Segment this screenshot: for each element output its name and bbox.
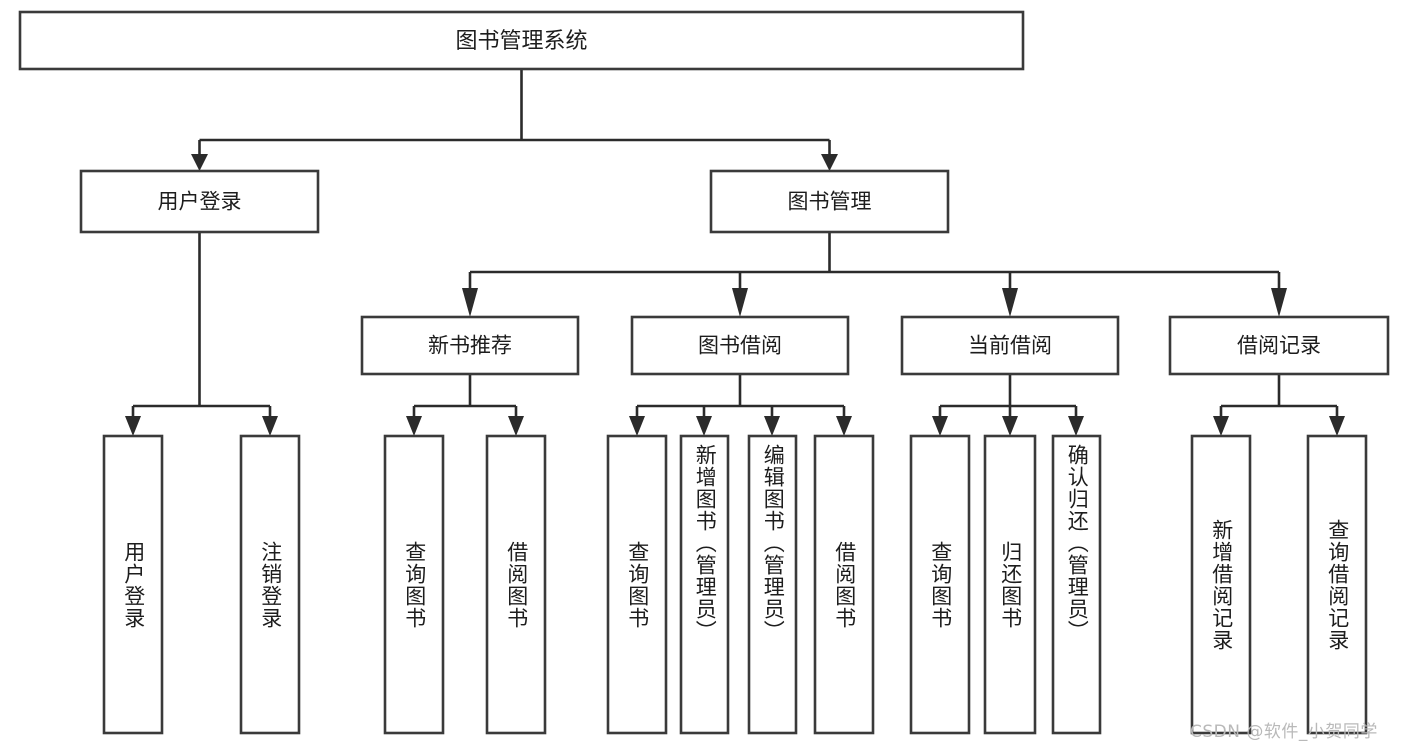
arrow-head-user-login xyxy=(191,154,208,171)
node-book-borrow-box[interactable] xyxy=(630,315,850,376)
node-borrow-record[interactable]: 借阅记录 xyxy=(1168,315,1390,376)
arrow-head-book-manage xyxy=(821,154,838,171)
leaf-borrow-book-2-box[interactable] xyxy=(813,434,875,735)
leaf-query-book-3-box[interactable] xyxy=(909,434,971,735)
node-new-book-recommend-label: 新书推荐 xyxy=(428,334,512,358)
arrow-head-leaf-confirm-return xyxy=(1068,416,1084,436)
leaf-confirm-return-box[interactable] xyxy=(1051,434,1102,735)
arrow-head-leaf-edit-book xyxy=(764,416,780,436)
node-root-label: 图书管理系统 xyxy=(455,29,587,54)
node-current-borrow[interactable]: 当前借阅 xyxy=(900,315,1120,376)
leaf-query-record-box[interactable] xyxy=(1306,434,1368,735)
node-book-borrow[interactable]: 图书借阅 xyxy=(630,315,850,376)
arrow-head-leaf-query-book-3 xyxy=(932,416,948,436)
node-book-manage[interactable]: 图书管理 xyxy=(709,169,950,234)
arrow-head-leaf-add-book xyxy=(696,416,712,436)
leaf-edit-book-box[interactable] xyxy=(747,434,798,735)
arrow-head-book-borrow xyxy=(732,288,748,317)
leaf-query-book-2-box[interactable] xyxy=(606,434,668,735)
leaf-borrow-book-1-box[interactable] xyxy=(485,434,547,735)
node-user-login[interactable]: 用户登录 xyxy=(79,169,320,234)
arrow-head-leaf-query-book-1 xyxy=(406,416,422,436)
arrow-head-new-book-recommend xyxy=(462,288,478,317)
leaf-user-login-box[interactable] xyxy=(102,434,164,735)
arrow-head-borrow-record xyxy=(1271,288,1287,317)
arrow-head-leaf-borrow-book-2 xyxy=(836,416,852,436)
leaf-add-record-box[interactable] xyxy=(1190,434,1252,735)
leaf-layer xyxy=(102,434,1368,735)
node-new-book-recommend[interactable]: 新书推荐 xyxy=(360,315,580,376)
node-current-borrow-box[interactable] xyxy=(900,315,1120,376)
node-new-book-recommend-box[interactable] xyxy=(360,315,580,376)
node-root-box[interactable] xyxy=(18,10,1025,71)
leaf-add-book-box[interactable] xyxy=(679,434,730,735)
csdn-watermark: CSDN @软件_小贺同学 xyxy=(1190,722,1378,742)
leaf-return-book-box[interactable] xyxy=(983,434,1037,735)
arrow-head-leaf-query-book-2 xyxy=(629,416,645,436)
arrow-head-current-borrow xyxy=(1002,288,1018,317)
node-user-login-box[interactable] xyxy=(79,169,320,234)
leaf-logout-box[interactable] xyxy=(239,434,301,735)
node-book-borrow-label: 图书借阅 xyxy=(698,334,782,358)
arrow-head-leaf-logout xyxy=(262,416,278,436)
leaf-query-book-1-box[interactable] xyxy=(383,434,445,735)
node-book-manage-box[interactable] xyxy=(709,169,950,234)
node-root[interactable]: 图书管理系统 xyxy=(18,10,1025,71)
node-borrow-record-box[interactable] xyxy=(1168,315,1390,376)
arrow-head-leaf-return-book xyxy=(1002,416,1018,436)
node-current-borrow-label: 当前借阅 xyxy=(968,334,1052,358)
arrow-head-leaf-borrow-book-1 xyxy=(508,416,524,436)
node-book-manage-label: 图书管理 xyxy=(788,190,872,214)
arrow-head-leaf-add-record xyxy=(1213,416,1229,436)
connector-layer xyxy=(125,69,1345,436)
arrow-head-leaf-query-record xyxy=(1329,416,1345,436)
node-borrow-record-label: 借阅记录 xyxy=(1237,334,1321,358)
node-user-login-label: 用户登录 xyxy=(158,190,242,214)
arrow-head-leaf-user-login xyxy=(125,416,141,436)
